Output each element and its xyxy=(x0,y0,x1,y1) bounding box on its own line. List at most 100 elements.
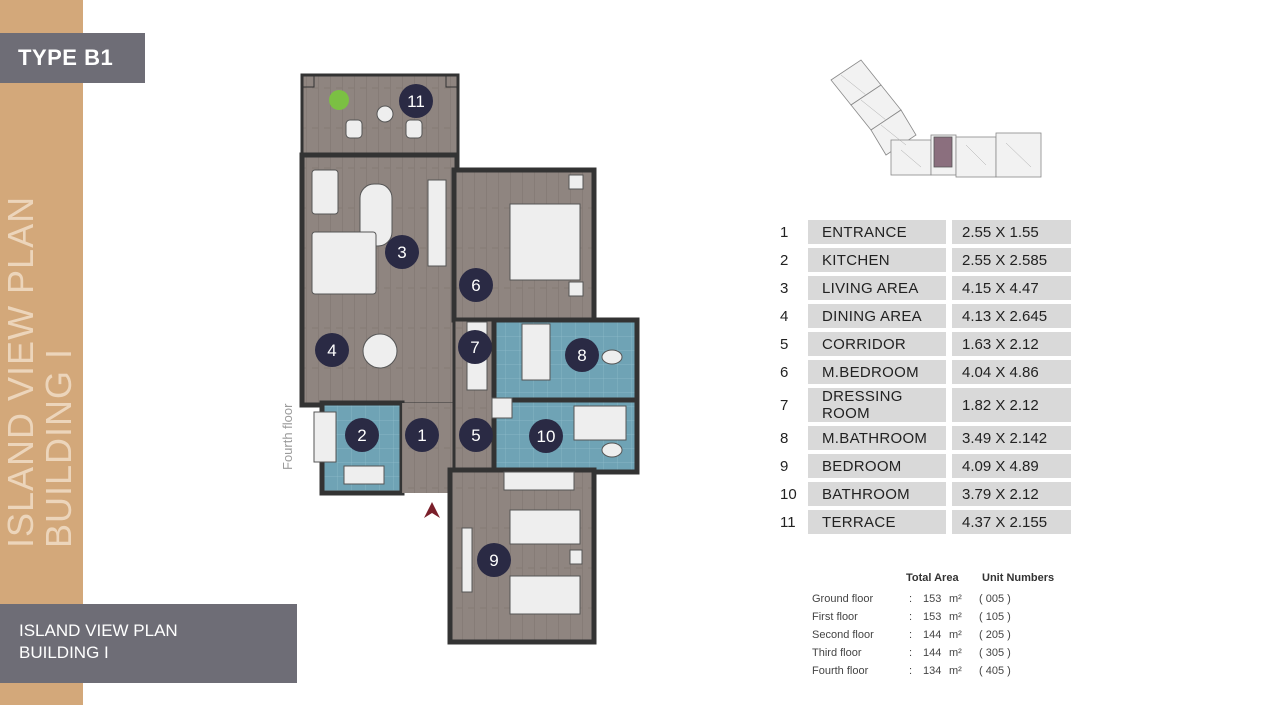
room-name: TERRACE xyxy=(808,510,946,534)
sidebar-band xyxy=(0,0,83,705)
plan-marker: 1 xyxy=(417,426,426,445)
floor-name: Ground floor xyxy=(812,593,874,605)
unit-number: ( 005 ) xyxy=(979,593,1011,605)
room-name: M.BEDROOM xyxy=(808,360,946,384)
area-unit: m² xyxy=(949,647,962,659)
table-row: Third floor:144 m² ( 305 ) xyxy=(812,644,1011,662)
plan-marker: 11 xyxy=(407,92,425,111)
room-number: 3 xyxy=(780,279,789,297)
table-row: Ground floor:153 m² ( 005 ) xyxy=(812,590,1011,608)
area-unit: m² xyxy=(949,665,962,677)
area-value: 153 xyxy=(923,593,942,605)
room-dimensions: 4.15 X 4.47 xyxy=(952,276,1071,300)
plant-icon xyxy=(329,90,349,110)
room-name: DINING AREA xyxy=(808,304,946,328)
total-area-header: Total Area xyxy=(906,572,959,584)
unit-number: ( 405 ) xyxy=(979,665,1011,677)
vertical-watermark: ISLAND VIEW PLAN BUILDING I xyxy=(0,0,83,705)
plan-marker: 5 xyxy=(471,426,480,445)
room-name: BEDROOM xyxy=(808,454,946,478)
unit-number: ( 105 ) xyxy=(979,611,1011,623)
room-dimensions: 2.55 X 1.55 xyxy=(952,220,1071,244)
room-dimensions: 2.55 X 2.585 xyxy=(952,248,1071,272)
floor-name: First floor xyxy=(812,611,858,623)
room-dimensions: 1.63 X 2.12 xyxy=(952,332,1071,356)
plan-marker: 3 xyxy=(397,243,406,262)
room-number: 1 xyxy=(780,223,789,241)
plan-marker: 8 xyxy=(577,346,586,365)
room-number: 9 xyxy=(780,457,789,475)
room-number: 4 xyxy=(780,307,789,325)
plan-marker: 2 xyxy=(357,426,366,445)
area-value: 144 xyxy=(923,629,942,641)
unit-number: ( 305 ) xyxy=(979,647,1011,659)
plan-marker: 6 xyxy=(471,276,480,295)
plan-title-line2: BUILDING I xyxy=(19,643,109,662)
room-dimensions: 4.13 X 2.645 xyxy=(952,304,1071,328)
unit-type-label: TYPE B1 xyxy=(0,33,145,83)
floor-name: Fourth floor xyxy=(812,665,869,677)
watermark-line2: BUILDING I xyxy=(38,347,79,548)
area-unit: m² xyxy=(949,611,962,623)
room-number: 11 xyxy=(780,513,796,531)
room-name: DRESSING ROOM xyxy=(808,388,946,422)
room-dimensions: 4.04 X 4.86 xyxy=(952,360,1071,384)
area-unit: m² xyxy=(949,593,962,605)
plan-marker: 10 xyxy=(537,427,556,446)
room-number: 5 xyxy=(780,335,789,353)
area-value: 153 xyxy=(923,611,942,623)
room-name: LIVING AREA xyxy=(808,276,946,300)
room-name: M.BATHROOM xyxy=(808,426,946,450)
table-row: Fourth floor:134 m² ( 405 ) xyxy=(812,662,1011,680)
table-row: Second floor:144 m² ( 205 ) xyxy=(812,626,1011,644)
unit-number: ( 205 ) xyxy=(979,629,1011,641)
room-number: 7 xyxy=(780,396,789,414)
room-name: BATHROOM xyxy=(808,482,946,506)
floor-name: Third floor xyxy=(812,647,862,659)
colon: : xyxy=(909,629,913,641)
floor-plan: 1 2 3 4 5 6 7 8 9 10 11 xyxy=(299,73,640,645)
watermark-line1: ISLAND VIEW PLAN xyxy=(0,195,41,548)
room-dimensions: 3.79 X 2.12 xyxy=(952,482,1071,506)
table-row: First floor:153 m² ( 105 ) xyxy=(812,608,1011,626)
plan-marker: 4 xyxy=(327,341,336,360)
entrance-arrow-icon xyxy=(424,502,440,518)
room-dimensions: 3.49 X 2.142 xyxy=(952,426,1071,450)
toilet-icon xyxy=(601,349,623,458)
plan-marker: 9 xyxy=(489,551,498,570)
room-dimensions: 4.09 X 4.89 xyxy=(952,454,1071,478)
room-dimensions: 1.82 X 2.12 xyxy=(952,388,1071,422)
colon: : xyxy=(909,593,913,605)
key-plan xyxy=(830,59,1042,178)
area-value: 134 xyxy=(923,665,942,677)
unit-numbers-header: Unit Numbers xyxy=(982,572,1055,584)
room-number: 2 xyxy=(780,251,789,269)
room-number: 10 xyxy=(780,485,797,503)
plan-title-line1: ISLAND VIEW PLAN xyxy=(19,621,178,640)
room-number: 6 xyxy=(780,363,789,381)
colon: : xyxy=(909,665,913,677)
room-name: ENTRANCE xyxy=(808,220,946,244)
plan-title-box: ISLAND VIEW PLAN BUILDING I xyxy=(0,604,297,683)
room-name: KITCHEN xyxy=(808,248,946,272)
room-name: CORRIDOR xyxy=(808,332,946,356)
colon: : xyxy=(909,611,913,623)
area-value: 144 xyxy=(923,647,942,659)
plan-marker: 7 xyxy=(470,338,479,357)
colon: : xyxy=(909,647,913,659)
room-dimensions: 4.37 X 2.155 xyxy=(952,510,1071,534)
area-unit: m² xyxy=(949,629,962,641)
room-number: 8 xyxy=(780,429,789,447)
floor-name: Second floor xyxy=(812,629,874,641)
